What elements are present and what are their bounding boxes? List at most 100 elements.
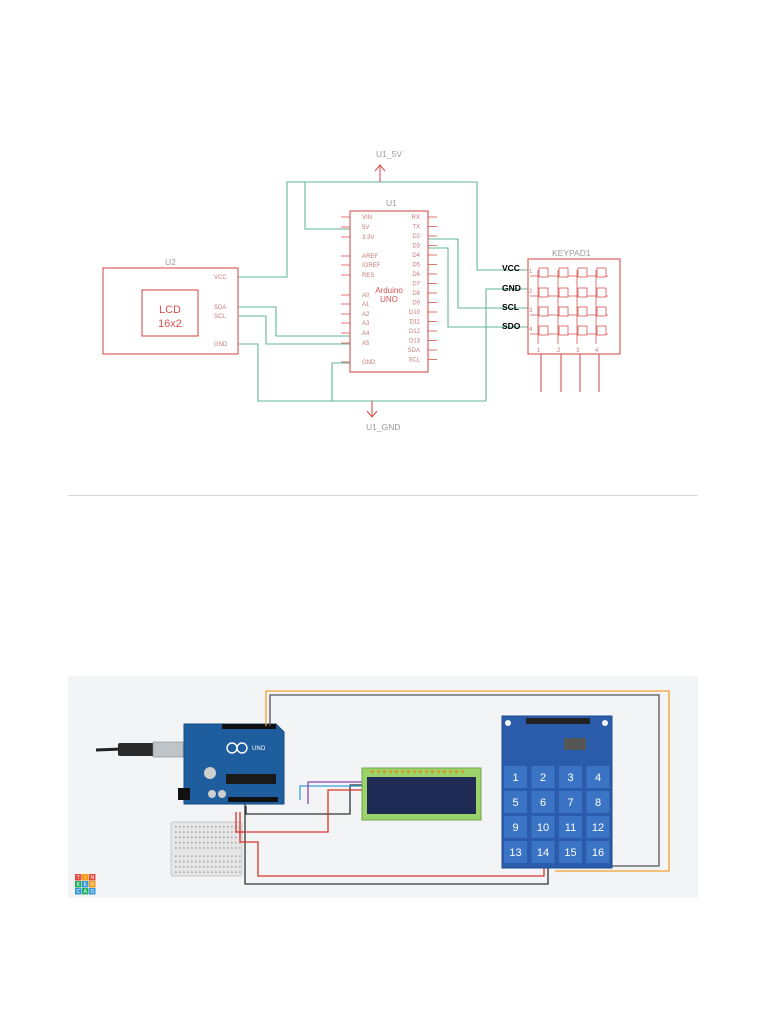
keypad-key-label: 6 <box>540 797 546 809</box>
arduino-pin-d9: D9 <box>412 301 420 307</box>
arduino-pin-d11: D11 <box>409 320 420 326</box>
arduino-pin-a3: A3 <box>362 321 370 327</box>
lcd-inner-screen <box>141 289 199 337</box>
wire-lcd-scl <box>307 781 362 804</box>
lcd-symbol: U2 LCD 16x2 VCC SDA SCL GND <box>102 257 239 355</box>
keypad-key-label: 5 <box>512 797 518 809</box>
arduino-pin-aref: AREF <box>362 254 378 260</box>
wire-5v-arduino <box>304 182 350 230</box>
arduino-pin-a2: A2 <box>362 312 370 318</box>
section-divider <box>68 495 698 496</box>
arduino-pin-d3: D3 <box>412 244 420 250</box>
arduino-pin-d12: D12 <box>409 329 421 335</box>
wire-lcd-vcc <box>235 789 364 833</box>
keypad-key-label: 10 <box>537 822 549 834</box>
keypad-row-number: 1 <box>529 269 533 275</box>
arduino-pin-a0: A0 <box>362 293 370 299</box>
keypad-switch <box>538 325 549 336</box>
arduino-pin-gnd: GND <box>362 360 376 366</box>
keypad-switch <box>538 306 549 317</box>
keypad-switch <box>558 325 569 336</box>
arduino-uno-symbol: U1 Arduino UNO VIN5V3.3VAREFIOREFRESA0A1… <box>341 198 437 373</box>
keypad-key <box>559 841 582 863</box>
keypad-key-label: 14 <box>537 847 549 859</box>
ground-arrow-icon <box>366 401 378 418</box>
keypad-key <box>504 816 527 838</box>
keypad-key-label: 16 <box>592 847 604 859</box>
ground-label: U1_GND <box>366 422 400 432</box>
keypad-label-scl: SCL <box>502 302 519 312</box>
wire-keypad-sdo <box>428 247 528 328</box>
arduino-pin-ioref: IOREF <box>362 263 381 269</box>
wire-lcd-gnd <box>245 784 364 815</box>
keypad-key <box>559 791 582 813</box>
wire-arduino-gnd <box>331 362 350 401</box>
arduino-pin-a5: A5 <box>362 341 370 347</box>
lcd-text-1: LCD <box>159 304 181 316</box>
keypad-key <box>559 766 582 788</box>
lcd-module <box>361 767 482 821</box>
keypad-col-number: 4 <box>595 348 599 354</box>
lcd-pin-scl: SCL <box>214 314 226 320</box>
keypad-key <box>586 841 610 863</box>
keypad-key-label: 11 <box>565 822 576 834</box>
keypad-switch <box>596 267 607 278</box>
keypad-key <box>504 791 527 813</box>
wire-red <box>239 812 545 877</box>
arduino-pin-d6: D6 <box>412 272 420 278</box>
keypad-key <box>504 766 527 788</box>
keypad-switch <box>558 267 569 278</box>
arduino-pin-vin: VIN <box>362 215 372 221</box>
arduino-pin-scl: SCL <box>408 358 420 364</box>
keypad-key-label: 3 <box>567 772 573 784</box>
wire-lcd-vcc <box>238 181 305 278</box>
arduino-name-2: UNO <box>380 295 398 304</box>
keypad-col-number: 3 <box>576 348 580 354</box>
keypad-switch <box>558 287 569 298</box>
lcd-pin-vcc: VCC <box>214 275 227 281</box>
wire-keypad-gnd <box>485 288 528 401</box>
wire-5v-keypad-vcc <box>305 181 528 271</box>
wire-lcd-sda <box>299 785 362 800</box>
arduino-pin-d5: D5 <box>412 263 420 269</box>
keypad-switch <box>596 287 607 298</box>
arduino-pin-d10: D10 <box>409 310 421 316</box>
wire-orange <box>265 690 670 872</box>
keypad-key <box>586 791 610 813</box>
keypad-switch <box>577 306 588 317</box>
arduino-pin-d2: D2 <box>412 234 420 240</box>
keypad-label-gnd: GND <box>502 283 521 293</box>
arduino-ref: U1 <box>386 198 397 208</box>
lcd-text-2: 16x2 <box>158 318 182 330</box>
logo-letter: E <box>84 882 88 888</box>
keypad-key-label: 2 <box>540 772 546 784</box>
logo-letter: R <box>90 882 94 888</box>
keypad-label-sdo: SDO <box>502 321 521 331</box>
lcd-ref: U2 <box>165 257 176 267</box>
arduino-pin-sda: SDA <box>408 348 420 354</box>
arduino-board: UNO <box>178 723 285 805</box>
keypad-col-number: 2 <box>557 348 561 354</box>
keypad-switch <box>558 306 569 317</box>
power-label: U1_5V <box>376 149 402 159</box>
schematic-svg: U1_5V U1_GND U1 Arduino UNO VIN5V3.3VARE… <box>102 149 621 432</box>
logo-letter: N <box>90 875 94 881</box>
keypad-col-number: 1 <box>537 348 541 354</box>
keypad-switch <box>538 267 549 278</box>
schematic-wires <box>238 181 528 402</box>
arduino-pin-5v: 5V <box>362 225 369 231</box>
arduino-pin-d7: D7 <box>412 282 420 288</box>
keypad-switch <box>577 325 588 336</box>
keypad-key <box>586 816 610 838</box>
keypad-key <box>531 841 555 863</box>
keypad-key-label: 1 <box>512 772 518 784</box>
keypad-key <box>559 816 582 838</box>
power-arrow-icon <box>374 164 386 182</box>
keypad-switch <box>577 267 588 278</box>
arduino-pin-a1: A1 <box>362 302 370 308</box>
wire-black <box>244 804 549 885</box>
